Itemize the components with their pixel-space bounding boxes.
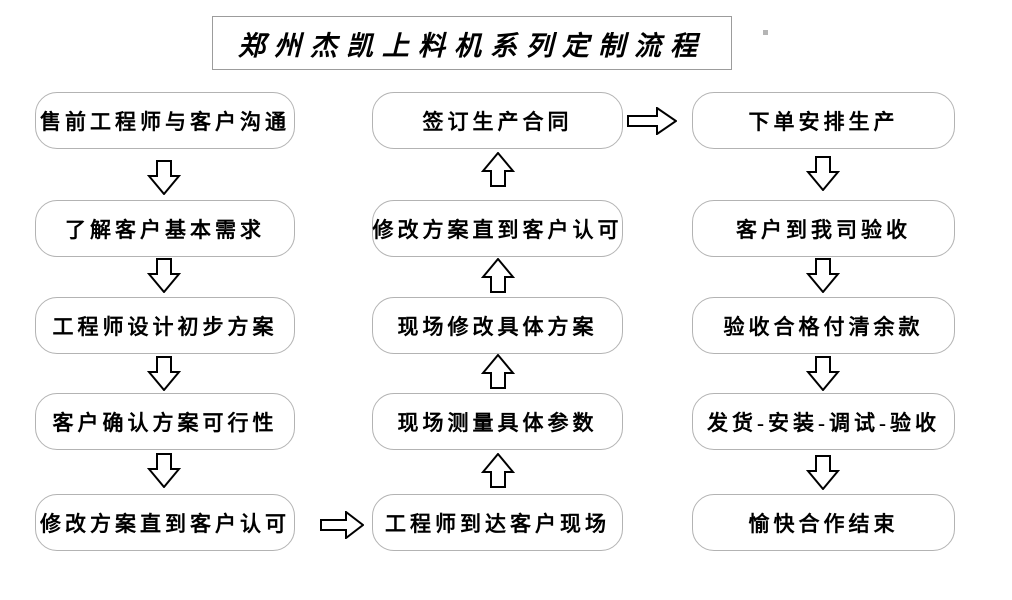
flow-node-revise-until-approved-2: 修改方案直到客户认可 xyxy=(372,200,623,257)
arrow-up-icon xyxy=(481,453,515,488)
flow-node-ship-install-debug-accept: 发货-安装-调试-验收 xyxy=(692,393,955,450)
flow-node-label: 修改方案直到客户认可 xyxy=(40,511,290,536)
flow-node-confirm-feasibility: 客户确认方案可行性 xyxy=(35,393,295,450)
flow-node-onsite-measure-params: 现场测量具体参数 xyxy=(372,393,623,450)
arrow-down-icon xyxy=(147,356,181,391)
flow-node-label: 客户到我司验收 xyxy=(736,217,911,242)
flow-node-label: 现场测量具体参数 xyxy=(397,410,598,435)
flow-node-revise-until-approved-1: 修改方案直到客户认可 xyxy=(35,494,295,551)
flow-node-label: 签订生产合同 xyxy=(422,109,573,134)
flow-node-understand-needs: 了解客户基本需求 xyxy=(35,200,295,257)
arrow-down-icon xyxy=(147,453,181,488)
flow-node-label: 工程师到达客户现场 xyxy=(385,511,610,536)
arrow-down-icon xyxy=(806,258,840,293)
flow-node-label: 下单安排生产 xyxy=(748,109,899,134)
diagram-title: 郑州杰凯上料机系列定制流程 xyxy=(238,30,706,61)
flow-node-label: 工程师设计初步方案 xyxy=(52,314,278,339)
flow-node-label: 愉快合作结束 xyxy=(748,511,899,536)
flow-node-sign-contract: 签订生产合同 xyxy=(372,92,623,149)
flow-node-order-production: 下单安排生产 xyxy=(692,92,955,149)
arrow-up-icon xyxy=(481,354,515,389)
flow-node-customer-acceptance-visit: 客户到我司验收 xyxy=(692,200,955,257)
flow-node-pay-balance: 验收合格付清余款 xyxy=(692,297,955,354)
stray-anchor-mark xyxy=(763,30,768,35)
flow-node-label: 验收合格付清余款 xyxy=(723,314,924,339)
arrow-down-icon xyxy=(806,455,840,490)
diagram-title-box: 郑州杰凯上料机系列定制流程 xyxy=(212,16,732,70)
flow-node-preliminary-design: 工程师设计初步方案 xyxy=(35,297,295,354)
arrow-down-icon xyxy=(147,258,181,293)
arrow-down-icon xyxy=(147,160,181,195)
flow-node-label: 了解客户基本需求 xyxy=(65,217,265,242)
flow-node-engineer-arrives-site: 工程师到达客户现场 xyxy=(372,494,623,551)
flow-node-cooperation-end: 愉快合作结束 xyxy=(692,494,955,551)
flow-node-onsite-revise-plan: 现场修改具体方案 xyxy=(372,297,623,354)
arrow-down-icon xyxy=(806,356,840,391)
flow-node-label: 客户确认方案可行性 xyxy=(52,410,278,435)
arrow-up-icon xyxy=(481,152,515,187)
arrow-right-icon xyxy=(627,107,677,135)
arrow-down-icon xyxy=(806,156,840,191)
flow-node-label: 修改方案直到客户认可 xyxy=(372,217,623,242)
arrow-up-icon xyxy=(481,258,515,293)
flow-node-label: 售前工程师与客户沟通 xyxy=(40,109,290,134)
flow-node-label: 发货-安装-调试-验收 xyxy=(707,410,940,435)
flow-node-label: 现场修改具体方案 xyxy=(397,314,598,339)
arrow-right-icon xyxy=(320,511,364,539)
flow-node-presales-communication: 售前工程师与客户沟通 xyxy=(35,92,295,149)
